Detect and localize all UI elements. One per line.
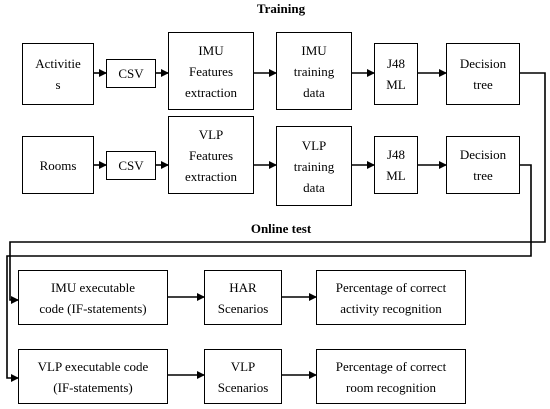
csv-box-vlp: CSV bbox=[106, 151, 156, 180]
imu-training-data-box: IMU training data bbox=[276, 32, 352, 110]
vlp-features-extraction-box: VLP Features extraction bbox=[168, 116, 254, 194]
room-recognition-result-box: Percentage of correct room recognition bbox=[316, 349, 466, 404]
connector-tree-to-imu-code bbox=[9, 72, 546, 304]
j48-ml-box-imu: J48 ML bbox=[374, 43, 418, 105]
online-test-heading: Online test bbox=[250, 221, 312, 236]
har-scenarios-box: HAR Scenarios bbox=[204, 270, 282, 325]
j48-ml-box-vlp: J48 ML bbox=[374, 136, 418, 194]
activity-recognition-result-box: Percentage of correct activity recogniti… bbox=[316, 270, 466, 325]
csv-box-imu: CSV bbox=[106, 59, 156, 88]
decision-tree-box-vlp: Decision tree bbox=[446, 136, 520, 194]
rooms-box: Rooms bbox=[22, 136, 94, 194]
training-heading: Training bbox=[256, 1, 306, 16]
imu-features-extraction-box: IMU Features extraction bbox=[168, 32, 254, 110]
vlp-scenarios-box: VLP Scenarios bbox=[204, 349, 282, 404]
decision-tree-box-imu: Decision tree bbox=[446, 43, 520, 105]
imu-executable-code-box: IMU executable code (IF-statements) bbox=[18, 270, 168, 325]
connector-tree2-to-vlp-code bbox=[6, 164, 532, 382]
vlp-training-data-box: VLP training data bbox=[276, 126, 352, 206]
activities-box: Activitie s bbox=[22, 43, 94, 105]
vlp-executable-code-box: VLP executable code (IF-statements) bbox=[18, 349, 168, 404]
